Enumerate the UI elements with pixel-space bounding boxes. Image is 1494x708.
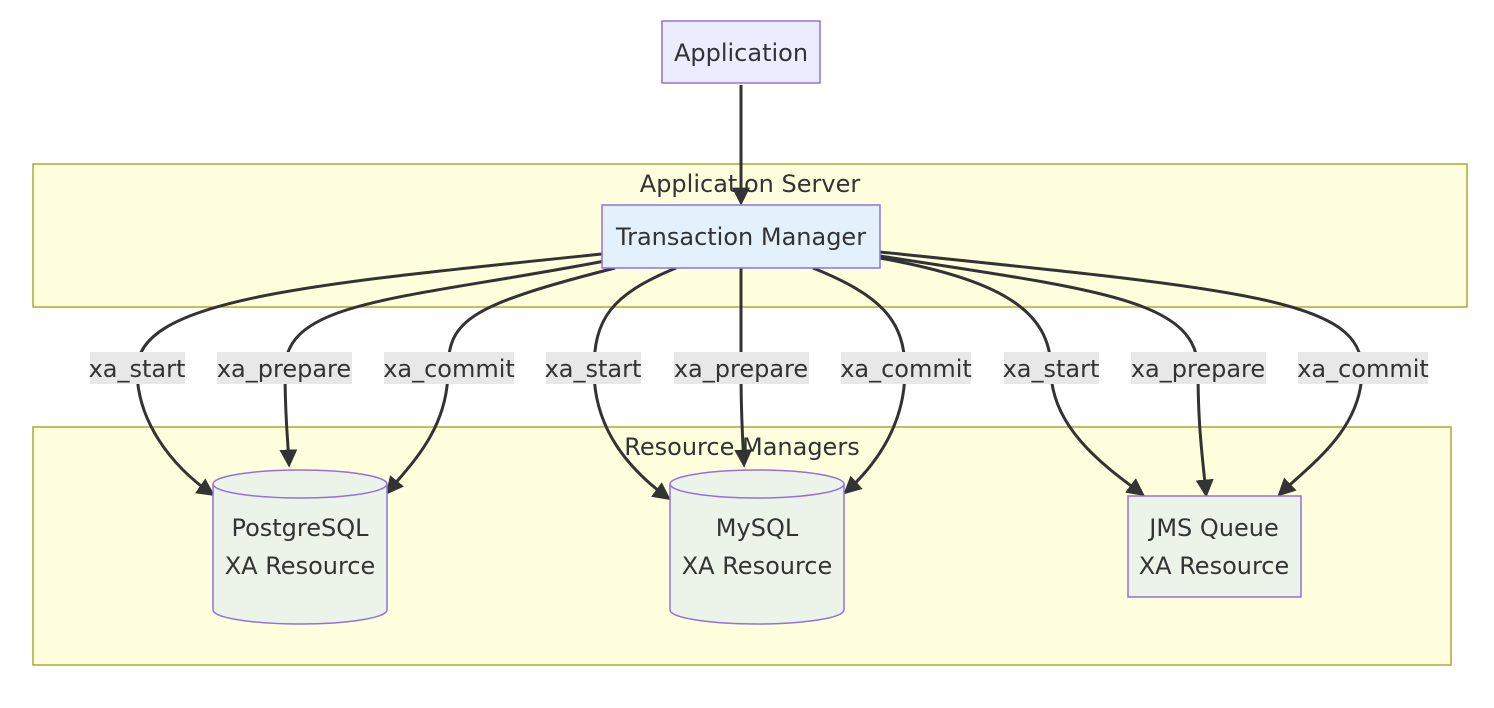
node-postgresql-line1: PostgreSQL: [231, 514, 369, 542]
edge-label-pg-prepare: xa_prepare: [217, 355, 351, 383]
edge-pg-prepare: [279, 259, 606, 468]
edge-label-pg-start: xa_start: [89, 355, 186, 383]
node-jms-line1: JMS Queue: [1147, 514, 1279, 542]
node-transaction-manager-label: Transaction Manager: [615, 223, 866, 251]
node-application: Application: [661, 20, 821, 84]
edge-pg-start: [135, 252, 603, 497]
edge-label-my-start: xa_start: [545, 355, 642, 383]
node-mysql-line2: XA Resource: [682, 552, 833, 580]
edge-label-jms-start: xa_start: [1003, 355, 1100, 383]
node-postgresql-cylinder: PostgreSQL XA Resource: [212, 469, 388, 625]
node-postgresql-line2: XA Resource: [225, 552, 376, 580]
edge-label-pg-commit: xa_commit: [383, 355, 515, 383]
node-mysql-cylinder: MySQL XA Resource: [669, 469, 845, 625]
edge-label-my-commit: xa_commit: [840, 355, 972, 383]
node-jms-line2: XA Resource: [1139, 552, 1290, 580]
edge-label-jms-commit: xa_commit: [1297, 355, 1429, 383]
node-jms-queue: JMS Queue XA Resource: [1127, 495, 1302, 598]
edge-label-my-prepare: xa_prepare: [674, 355, 808, 383]
edge-labels: xa_start xa_prepare xa_commit xa_start x…: [89, 352, 1429, 384]
edge-jms-prepare: [879, 254, 1214, 498]
node-mysql-line1: MySQL: [716, 514, 799, 542]
cluster-application-server-title: Application Server: [640, 170, 861, 198]
node-application-label: Application: [674, 39, 808, 67]
edge-label-jms-prepare: xa_prepare: [1131, 355, 1265, 383]
edge-jms-commit: [879, 250, 1364, 497]
node-transaction-manager: Transaction Manager: [601, 204, 881, 269]
